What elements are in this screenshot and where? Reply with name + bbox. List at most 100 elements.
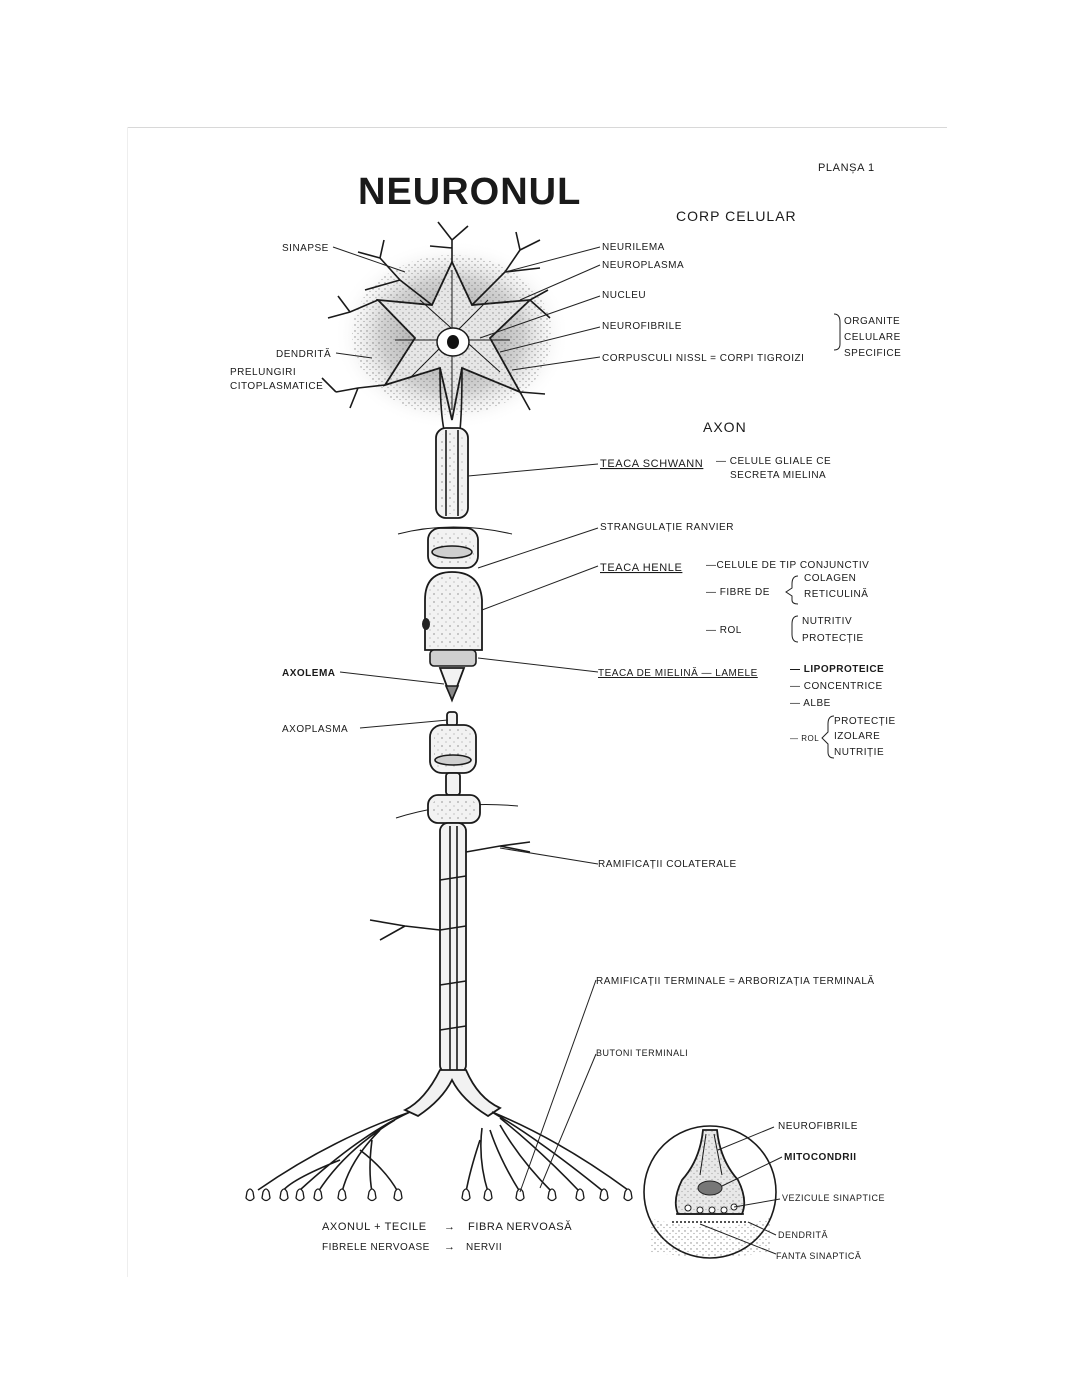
synapse-detail — [643, 1125, 777, 1259]
label-processes-1: PRELUNGIRI — [230, 367, 296, 378]
page-left-edge — [127, 127, 128, 1277]
label-neurilemma: NEURILEMA — [602, 242, 665, 253]
label-protective: PROTECȚIE — [802, 633, 864, 644]
footer-axon-sheaths: AXONUL + TECILE — [322, 1221, 427, 1233]
footer-nerves: NERVII — [466, 1242, 502, 1253]
label-neuroplasm: NEUROPLASMA — [602, 260, 684, 271]
diagram-title: NEURONUL — [358, 171, 581, 213]
terminal-button — [337, 1188, 347, 1202]
terminal-button — [623, 1188, 633, 1202]
axon-trunk — [439, 822, 467, 1074]
label-neurofibrils: NEUROFIBRILE — [602, 321, 682, 332]
terminal-button — [483, 1188, 493, 1202]
label-organelles-3: SPECIFICE — [844, 348, 901, 359]
vesicle-1 — [684, 1204, 692, 1212]
terminal-button — [393, 1188, 403, 1202]
leader-neuroplasm — [519, 264, 601, 301]
label-white: — ALBE — [790, 698, 831, 709]
footer-arrow-2: → — [444, 1241, 456, 1253]
label-terminal-branches: RAMIFICAȚII TERMINALE = ARBORIZAȚIA TERM… — [596, 974, 875, 987]
leader-nissl — [511, 356, 601, 371]
leader-schwann — [467, 463, 599, 477]
vesicle-3 — [708, 1206, 716, 1214]
leader-ranvier — [477, 527, 599, 569]
ranvier-curve-1 — [397, 526, 513, 535]
cell-body — [321, 221, 570, 431]
mitochondrion — [697, 1180, 723, 1196]
brace-fibers — [785, 575, 799, 605]
terminal-button — [295, 1188, 305, 1202]
myelin-lamellae — [429, 649, 477, 667]
leader-myelin — [477, 657, 599, 673]
label-concentric: — CONCENTRICE — [790, 681, 883, 692]
node-ranvier-2 — [445, 772, 461, 796]
dendrite-top — [429, 221, 469, 262]
collateral-left — [369, 919, 441, 941]
leader-det-mito — [721, 1156, 783, 1187]
axoplasm-stub — [446, 711, 458, 727]
right-branches — [465, 1111, 629, 1193]
postsynaptic-dendrite — [650, 1218, 770, 1257]
leader-terminal-branches — [519, 979, 597, 1193]
leader-dendrite — [335, 352, 373, 359]
vesicle-2 — [696, 1206, 704, 1214]
label-organelles-1: ORGANITE — [844, 316, 900, 327]
label-collagen: COLAGEN — [804, 573, 856, 584]
leader-det-neurofibrils — [717, 1126, 775, 1151]
footer-nerve-fiber: FIBRA NERVOASĂ — [468, 1220, 572, 1233]
label-synapse: SINAPSE — [282, 243, 329, 254]
label-det-mito: MITOCONDRII — [784, 1152, 857, 1163]
terminal-button — [261, 1188, 271, 1202]
footer-arrow-1: → — [444, 1221, 456, 1233]
schwann-nucleus — [422, 618, 430, 630]
dendrite-left — [327, 295, 379, 319]
myelin-texture-3 — [432, 799, 476, 819]
label-fibers: — FIBRE DE — [706, 587, 770, 598]
myelin-ring-2 — [434, 754, 472, 766]
plate-number: PLANȘA 1 — [818, 162, 875, 174]
label-collateral: RAMIFICAȚII COLATERALE — [598, 859, 737, 870]
label-processes-2: CITOPLASMATICE — [230, 381, 323, 392]
section-cell-body: CORP CELULAR — [676, 208, 797, 224]
label-henle-cells: —CELULE DE TIP CONJUNCTIV — [706, 560, 869, 571]
button-texture — [675, 1130, 745, 1214]
label-schwann-desc-1: — CELULE GLIALE CE — [716, 456, 831, 467]
node-ring — [431, 545, 473, 559]
label-organelles-2: CELULARE — [844, 332, 901, 343]
label-terminal-buttons: BUTONI TERMINALI — [596, 1048, 688, 1058]
label-dendrite: DENDRITĂ — [276, 347, 331, 360]
leader-nucleus — [479, 295, 601, 339]
label-nissl: CORPUSCULI NISSL = CORPI TIGROIZI — [602, 353, 804, 364]
terminal-button — [245, 1188, 255, 1202]
label-ranvier: STRANGULAȚIE RANVIER — [600, 522, 734, 533]
leader-det-dendrite — [747, 1221, 777, 1236]
terminal-button — [599, 1188, 609, 1202]
label-lipoprotein: — LIPOPROTEICE — [790, 664, 884, 675]
label-role: — ROL — [706, 625, 742, 636]
leader-lines — [332, 246, 841, 1255]
vesicle-4 — [720, 1206, 728, 1214]
footer-nerve-fibers: FIBRELE NERVOASE — [322, 1242, 430, 1253]
label-det-vesicles: VEZICULE SINAPTICE — [782, 1193, 885, 1203]
leader-axoplasm — [359, 719, 449, 729]
axon-hillock — [439, 367, 463, 431]
terminal-button — [547, 1188, 557, 1202]
section-axon: AXON — [703, 419, 747, 435]
page-top-rule — [127, 127, 947, 128]
label-nucleus: NUCLEU — [602, 290, 646, 301]
label-det-neurofibrils: NEUROFIBRILE — [778, 1121, 858, 1132]
terminal-button — [575, 1188, 585, 1202]
leader-det-vesicles — [733, 1198, 781, 1208]
dendrite-top-left — [357, 239, 433, 306]
left-branches — [257, 1111, 411, 1193]
axolemma-tip — [444, 685, 460, 703]
terminal-button — [313, 1188, 323, 1202]
axolemma-cut — [438, 667, 466, 703]
terminal-button — [367, 1188, 377, 1202]
label-nutritive: NUTRITIV — [802, 616, 852, 627]
neurofibrils-detail — [699, 1133, 723, 1176]
terminal-button — [515, 1188, 525, 1202]
leader-neurilemma — [504, 246, 601, 273]
leader-collateral — [499, 847, 599, 865]
